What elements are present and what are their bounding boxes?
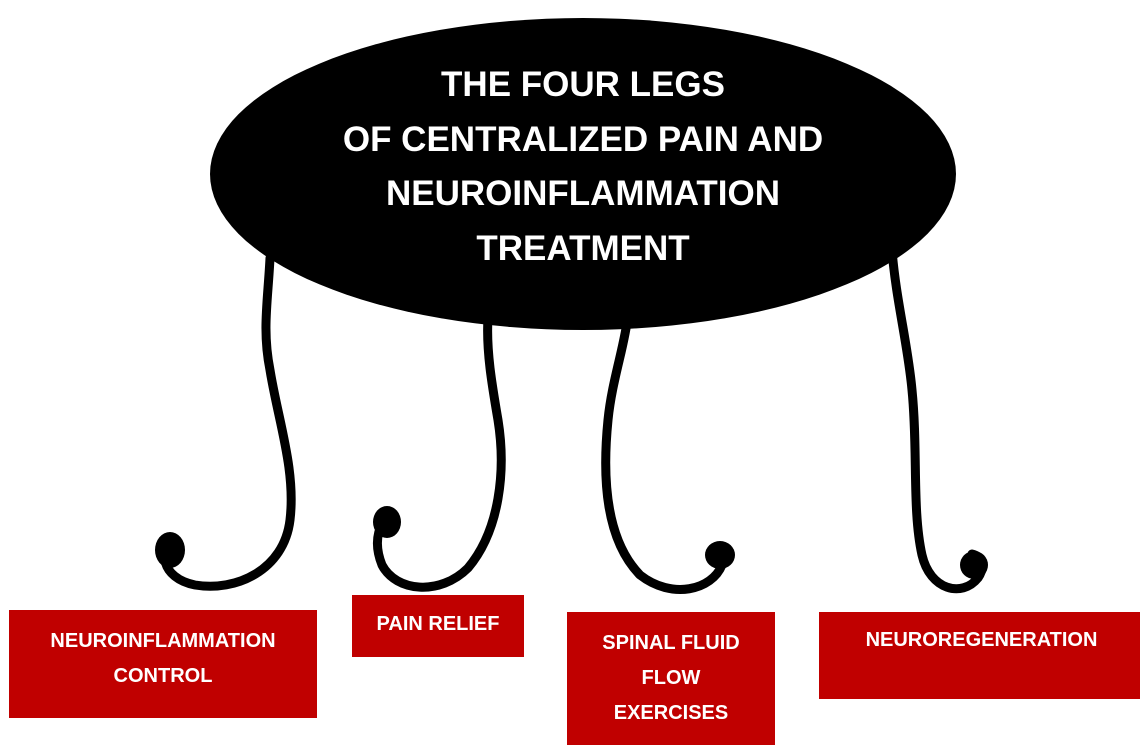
leg-label-neuroregeneration: NEUROREGENERATION xyxy=(819,612,1140,699)
leg-label-spinal-fluid-flow-exercises: SPINAL FLUID FLOW EXERCISES xyxy=(567,612,775,745)
table-leg-1 xyxy=(155,258,291,586)
leg-label-text: PAIN RELIEF xyxy=(377,607,500,657)
leg-label-text: NEUROREGENERATION xyxy=(866,623,1098,699)
title-line-4: TREATMENT xyxy=(476,229,689,268)
title-line-2: OF CENTRALIZED PAIN AND xyxy=(343,120,823,159)
table-leg-4 xyxy=(892,250,988,589)
table-leg-3 xyxy=(606,315,735,589)
leg-label-pain-relief: PAIN RELIEF xyxy=(352,595,524,657)
leg-label-text: SPINAL FLUID FLOW EXERCISES xyxy=(602,626,739,745)
table-leg-2 xyxy=(373,318,501,587)
leg-label-neuroinflammation-control: NEUROINFLAMMATION CONTROL xyxy=(9,610,317,718)
title-line-3: NEUROINFLAMMATION xyxy=(386,174,780,213)
title-line-1: THE FOUR LEGS xyxy=(441,65,725,104)
leg-label-text: NEUROINFLAMMATION CONTROL xyxy=(50,624,275,718)
